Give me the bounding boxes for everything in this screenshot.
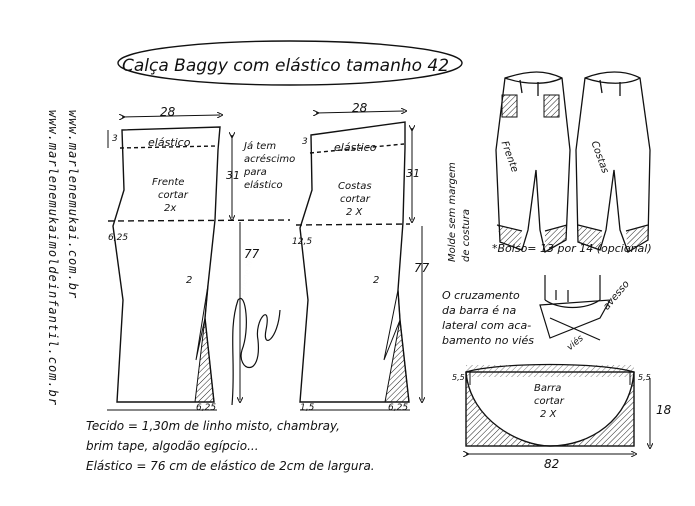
- front-rise-label: 31: [226, 169, 240, 182]
- front-side-adjustment: [195, 284, 209, 361]
- cuff-hatch-right: [550, 372, 634, 446]
- front-crotch-label: 6,25: [108, 233, 129, 243]
- front-note-4: elástico: [244, 180, 283, 191]
- front-cuff-hatch: [498, 226, 522, 250]
- cuff-right-label: 5,5: [638, 373, 651, 382]
- crossing-note-2: da barra é na: [442, 304, 517, 317]
- side-url-1: www.marlenemukai.com.br: [66, 110, 80, 300]
- back-hem-right-label: 6,25: [388, 403, 409, 413]
- back-rise-label: 31: [406, 167, 420, 180]
- fabric-note-2: brim tape, algodão egípcio...: [86, 439, 259, 453]
- crossing-note-1: O cruzamento: [442, 289, 520, 302]
- back-top-label: 3: [302, 137, 308, 147]
- back-cuff-hatch-right: [626, 226, 648, 252]
- front-pocket: [501, 94, 518, 118]
- elastic-note: Elástico = 76 cm de elástico de 2cm de l…: [86, 459, 375, 473]
- cuff-name-1: Barra: [534, 383, 562, 394]
- front-trouser-illustration: [495, 71, 571, 253]
- back-hatch-area: [384, 319, 410, 403]
- fabric-note: Tecido = 1,30m de linho misto, chambray,: [86, 419, 340, 433]
- back-crotch-label: 12,5: [292, 237, 313, 247]
- back-side-adjustment: [383, 289, 401, 361]
- front-note-1: Já tem: [244, 141, 277, 152]
- cuff-hatch-left: [466, 372, 550, 446]
- signature-drawing: [231, 297, 281, 406]
- cuff-name-3: 2 X: [540, 409, 557, 420]
- front-total-label: 77: [244, 247, 260, 261]
- front-name-3: 2x: [164, 203, 177, 214]
- front-cuff-hatch-right: [545, 226, 567, 252]
- back-side-label: 2: [373, 275, 380, 286]
- front-side-label: 2: [186, 275, 193, 286]
- front-note-3: para: [244, 167, 267, 178]
- crossing-note-3: lateral com aca-: [442, 319, 532, 332]
- back-name-3: 2 X: [346, 207, 363, 218]
- back-total-label: 77: [414, 261, 430, 275]
- side-url-2: www.marlenemukaimoldeinfantil.com.br: [46, 110, 60, 407]
- cuff-top-band: [466, 365, 634, 377]
- front-note-2: acréscimo: [244, 154, 296, 165]
- back-trouser-illustration: [575, 71, 651, 253]
- margin-note-1: Molde sem margem: [447, 162, 458, 262]
- back-elastic-label: elástico: [334, 141, 377, 154]
- cuff-height-label: 18: [656, 403, 672, 417]
- cuff-width-label: 82: [544, 457, 560, 471]
- cuff-left-label: 5,5: [452, 373, 465, 382]
- front-top-label: 3: [112, 134, 118, 144]
- back-name-2: cortar: [340, 194, 370, 205]
- margin-note-2: de costura: [461, 208, 472, 262]
- pocket-note: *Bolso= 13 por 14 (opcional): [492, 242, 652, 255]
- crossing-note-4: bamento no viés: [442, 334, 534, 347]
- title-oval: [117, 40, 463, 86]
- front-pocket-right: [543, 94, 560, 118]
- front-name-1: Frente: [152, 177, 185, 188]
- front-elastic-label: elástico: [148, 136, 191, 149]
- front-hem-label: 6,25: [196, 403, 217, 413]
- back-cuff-hatch: [578, 226, 602, 250]
- cuff-name-2: cortar: [534, 396, 564, 407]
- front-hatch-area: [194, 317, 215, 403]
- back-width-label: 28: [352, 101, 368, 115]
- front-width-label: 28: [160, 105, 176, 119]
- back-name-1: Costas: [338, 181, 372, 192]
- crossing-diagram: [539, 275, 612, 341]
- page-title: Calça Baggy com elástico tamanho 42: [122, 56, 449, 76]
- back-hem-left-label: 1,5: [300, 403, 315, 413]
- front-name-2: cortar: [158, 190, 188, 201]
